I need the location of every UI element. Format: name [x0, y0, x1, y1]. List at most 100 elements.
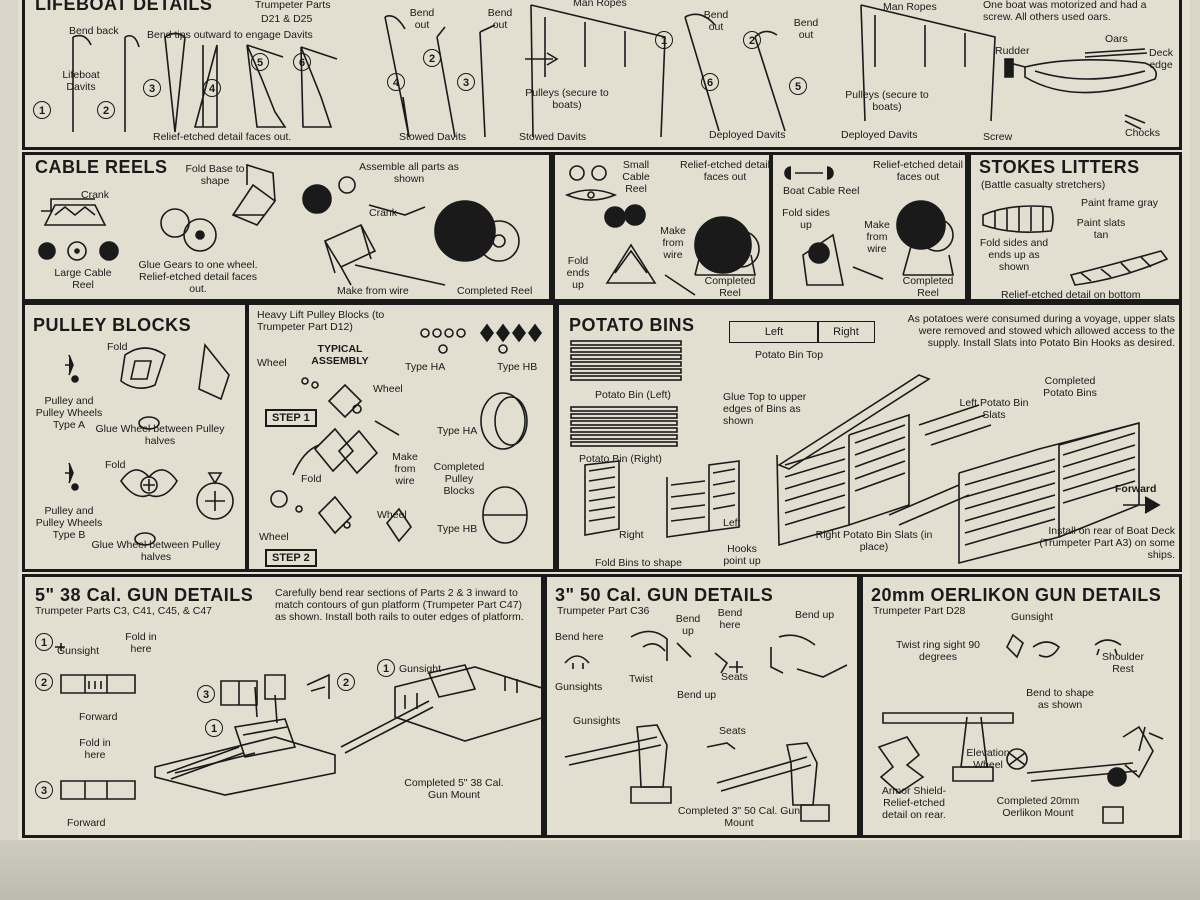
label-bend-out-2: Bend out	[487, 7, 513, 31]
gun5-title: 5" 38 Cal. GUN DETAILS	[35, 585, 254, 605]
label-gun5-note: Carefully bend rear sections of Parts 2 …	[275, 587, 524, 623]
label-fold-in-1: Fold in here	[125, 631, 157, 655]
gun-3in-panel: 3" 50 Cal. GUN DETAILS Trumpeter Part C3…	[544, 574, 860, 838]
label-paint-slats: Paint slats tan	[1076, 217, 1126, 241]
label-gun3-parts: Trumpeter Part C36	[557, 605, 650, 617]
label-stokes-subtitle: (Battle casualty stretchers)	[981, 179, 1106, 191]
gun3-title: 3" 50 Cal. GUN DETAILS	[555, 585, 774, 605]
label-forward-2: Forward	[67, 817, 106, 829]
boat-cable-reel-panel: Boat Cable Reel Relief-etched detail fac…	[770, 152, 968, 302]
label-hooks: Hooks point up	[723, 543, 761, 567]
label-lifeboat-davits: Lifeboat Davits	[62, 69, 100, 93]
label-armor: Armor Shield- Relief-etched detail on re…	[881, 785, 947, 821]
label-left-slats: Left Potato Bin Slats	[959, 397, 1029, 421]
label-man-ropes-1: Man Ropes	[573, 0, 627, 9]
potato-bin-top-left: Left	[729, 321, 819, 343]
gun5-step-2: 2	[35, 673, 53, 691]
label-small-fold-ends: Fold ends up	[566, 255, 590, 291]
label-bin-right: Potato Bin (Right)	[579, 453, 662, 465]
label-bend-here-2: Bend here	[717, 607, 743, 631]
potato-title: POTATO BINS	[569, 315, 695, 335]
step-1-badge: STEP 1	[265, 409, 317, 427]
label-typical: TYPICAL ASSEMBLY	[311, 343, 369, 367]
potato-bins-panel: POTATO BINS Left Right Potato Bin Top As…	[556, 302, 1182, 572]
stokes-litters-panel: STOKES LITTERS (Battle casualty stretche…	[968, 152, 1182, 302]
label-make-wire: Make from wire	[337, 285, 409, 297]
label-boat-make-wire: Make from wire	[864, 219, 890, 255]
label-wheel-2: Wheel	[373, 383, 403, 395]
stokes-diagram	[982, 205, 1169, 286]
label-gunsights-2: Gunsights	[573, 715, 621, 727]
step-number-2b: 2	[423, 49, 441, 67]
label-deployed-2: Deployed Davits	[841, 129, 918, 141]
label-gun5-gunsight: Gunsight	[57, 645, 100, 657]
label-type-hb: Type HB	[497, 361, 538, 373]
label-large-reel: Large Cable Reel	[54, 267, 112, 291]
label-left-2: Left	[723, 517, 741, 529]
lifeboat-parts-ref: Trumpeter Parts	[255, 0, 331, 11]
label-glue-gears: Glue Gears to one wheel. Relief-etched d…	[138, 259, 258, 295]
pulley-blocks-panel: PULLEY BLOCKS Fold Pulley and Pulley Whe…	[22, 302, 248, 572]
bin-slat	[570, 354, 682, 360]
bin-slat	[570, 361, 682, 367]
label-crank-2: Crank	[369, 207, 398, 219]
gun5-step-1: 1	[35, 633, 53, 651]
step-number-2: 2	[97, 101, 115, 119]
label-boat-note: One boat was motorized and had a screw. …	[983, 0, 1147, 23]
step-number-4: 4	[203, 79, 221, 97]
heavy-lift-diagram	[270, 323, 542, 544]
cable-reels-panel: CABLE REELS Crank Fold Base to shape Ass…	[22, 152, 552, 302]
label-heavy-make-wire: Make from wire	[392, 451, 418, 487]
label-pulleys-2: Pulleys (secure to boats)	[845, 89, 929, 113]
label-oerlikon-completed: Completed 20mm Oerlikon Mount	[996, 795, 1080, 819]
label-bend-out-3: Bend out	[703, 9, 729, 33]
label-screw: Screw	[983, 131, 1013, 143]
label-potato-note: As potatoes were consumed during a voyag…	[907, 313, 1175, 349]
step-number-5c: 5	[789, 77, 807, 95]
oerlikon-title: 20mm OERLIKON GUN DETAILS	[871, 585, 1162, 605]
label-oars: Oars	[1105, 33, 1128, 45]
label-bend-out-1: Bend out	[409, 7, 435, 31]
label-gun3-completed: Completed 3" 50 Cal. Gun Mount	[677, 805, 801, 829]
label-bend-up-2: Bend up	[795, 609, 835, 621]
gun5-step-1b: 1	[205, 719, 223, 737]
step-number-5: 5	[251, 53, 269, 71]
label-bend-shape: Bend to shape as shown	[1026, 687, 1094, 711]
oerlikon-diagram	[877, 633, 1164, 824]
potato-diagram	[570, 340, 1161, 565]
gun-5in-panel: 5" 38 Cal. GUN DETAILS Trumpeter Parts C…	[22, 574, 544, 838]
label-heavy-fold: Fold	[301, 473, 322, 485]
label-bend-tips: Bend tips outward to engage Davits	[147, 29, 313, 41]
pulley-diagram	[65, 343, 234, 546]
label-glue-top: Glue Top to upper edges of Bins as shown	[723, 391, 807, 427]
label-right-slats: Right Potato Bin Slats (in place)	[815, 529, 933, 553]
label-bend-back: Bend back	[69, 25, 119, 37]
label-seats: Seats	[721, 671, 748, 683]
bin-slat	[570, 340, 682, 346]
label-type-ha: Type HA	[405, 361, 446, 373]
label-crank: Crank	[81, 189, 110, 201]
label-gun5-completed: Completed 5" 38 Cal. Gun Mount	[404, 777, 504, 801]
label-forward-1: Forward	[79, 711, 118, 723]
label-seats-2: Seats	[719, 725, 746, 737]
label-stokes-relief: Relief-etched detail on bottom	[1001, 289, 1141, 301]
label-fold-base: Fold Base to shape	[185, 163, 245, 187]
label-shoulder: Shoulder Rest	[1101, 651, 1145, 675]
label-stowed-2: Stowed Davits	[519, 131, 587, 143]
label-wheel-4: Wheel	[259, 531, 289, 543]
label-glue-b: Glue Wheel between Pulley halves	[91, 539, 221, 563]
label-install: Install on rear of Boat Deck (Trumpeter …	[1039, 525, 1175, 561]
bin-slat	[570, 434, 678, 440]
label-deck-edge: Deck edge	[1149, 47, 1173, 71]
step-2-badge: STEP 2	[265, 549, 317, 567]
label-boat-completed: Completed Reel	[902, 275, 954, 299]
label-oerlikon-parts: Trumpeter Part D28	[873, 605, 966, 617]
label-heavy-completed: Completed Pulley Blocks	[433, 461, 485, 497]
label-paint-frame: Paint frame gray	[1081, 197, 1159, 209]
label-fold-bins: Fold Bins to shape	[595, 557, 682, 569]
bin-slat	[570, 413, 678, 419]
step-number-6: 6	[293, 53, 311, 71]
label-boat-fold-sides: Fold sides up	[782, 207, 830, 231]
label-gun5-parts: Trumpeter Parts C3, C41, C45, & C47	[35, 605, 213, 617]
bin-slat	[570, 347, 682, 353]
